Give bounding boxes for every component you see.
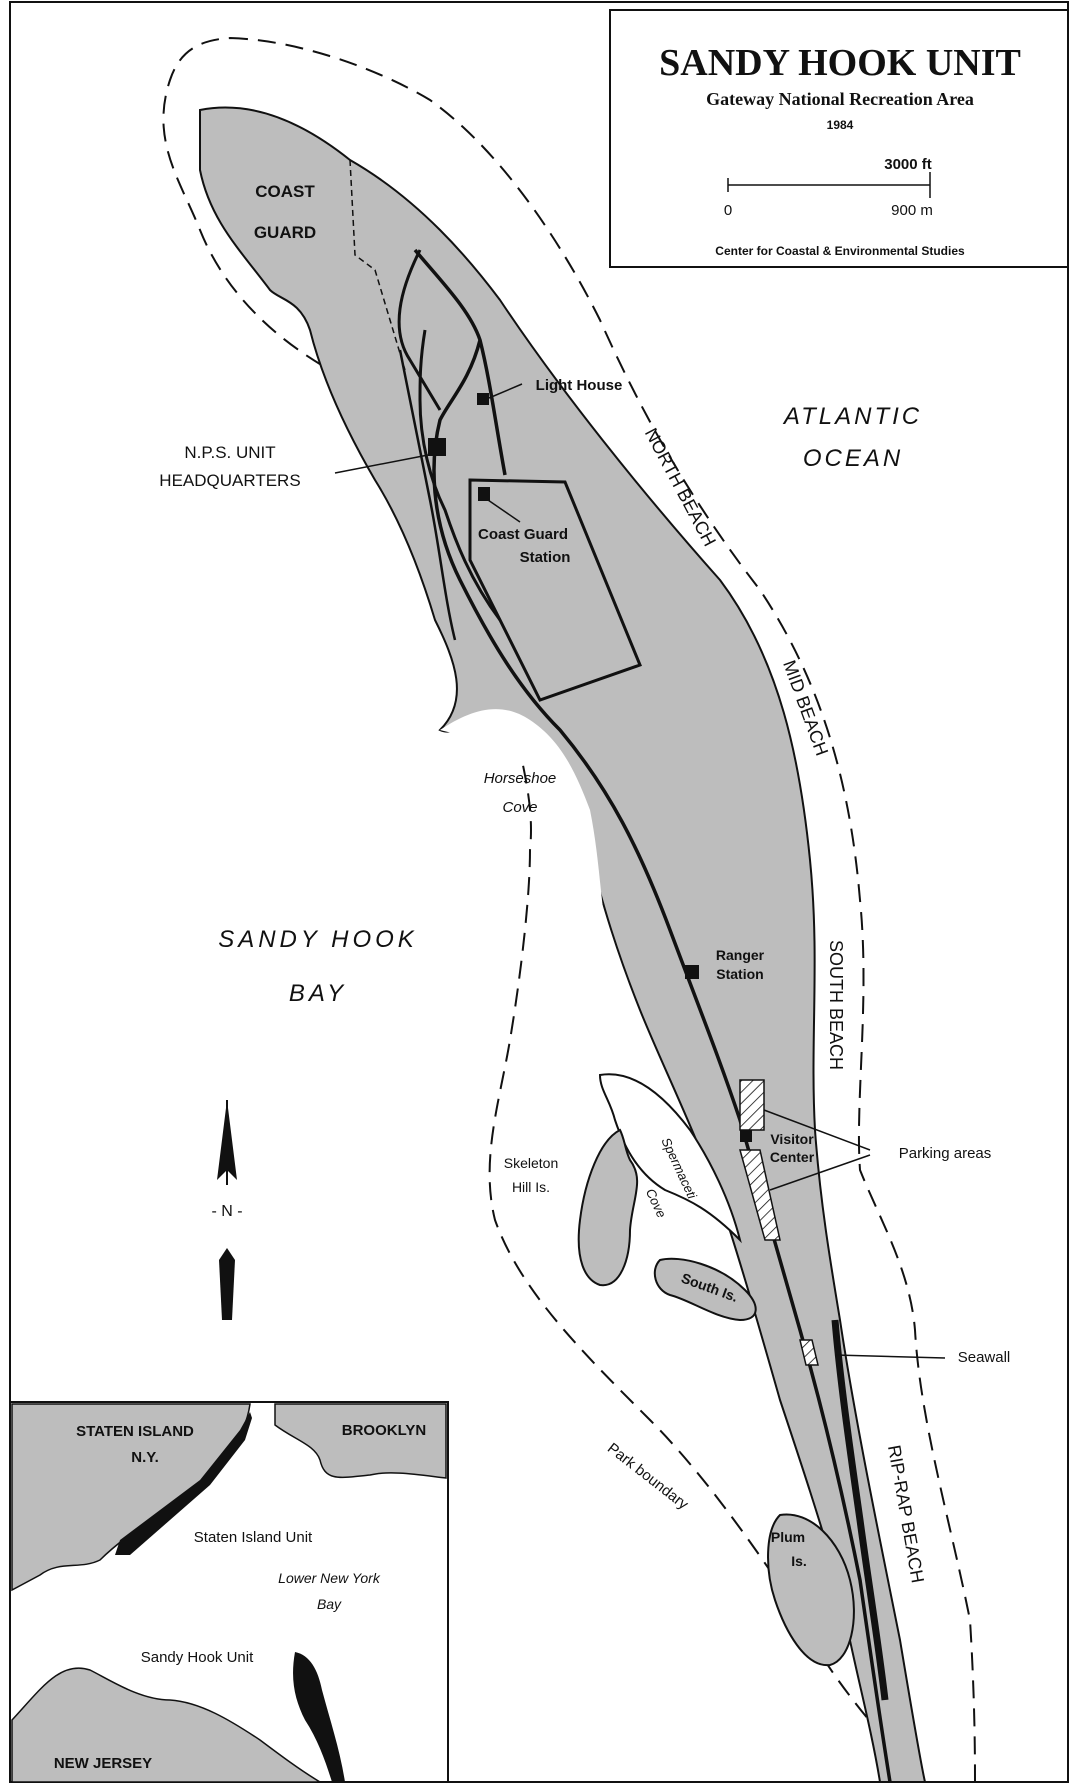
visitor-label-1: Visitor <box>770 1131 814 1147</box>
inset-new-jersey-label: NEW JERSEY <box>54 1755 152 1772</box>
scale-bar-zero: 0 <box>724 202 732 219</box>
secondary-road <box>397 249 502 621</box>
inset-map: STATEN ISLAND N.Y. BROOKLYN Staten Islan… <box>9 1401 449 1783</box>
cgstation-leader <box>487 499 521 523</box>
ranger-label-2: Station <box>716 966 763 982</box>
west-road <box>398 349 457 641</box>
seawall-leader <box>834 1354 946 1359</box>
skeleton-hill-island <box>577 1128 639 1287</box>
plum-island <box>767 1513 855 1667</box>
north-arrow: - N - <box>211 1100 243 1320</box>
map-subtitle: Gateway National Recreation Area <box>706 89 974 109</box>
bay-label-1: SANDY HOOK <box>218 926 418 953</box>
lighthouse-label: Light House <box>536 377 623 394</box>
parking-leader-2 <box>769 1154 871 1191</box>
main-road <box>413 248 892 1783</box>
atlantic-label-2: OCEAN <box>803 445 903 472</box>
inset-brooklyn-label: BROOKLYN <box>342 1422 426 1439</box>
south-beach-label: SOUTH BEACH <box>826 940 846 1070</box>
coast-guard-label-1: COAST <box>255 182 315 201</box>
park-boundary-line <box>162 37 976 1783</box>
inset-sandy-hook-unit <box>293 1652 345 1782</box>
map-year: 1984 <box>827 118 854 132</box>
atlantic-label-1: ATLANTIC <box>782 403 922 430</box>
inset-staten-unit <box>115 1412 252 1555</box>
coast-guard-station-marker <box>478 487 490 501</box>
plum-label-1: Plum <box>771 1529 805 1545</box>
parking-area-south <box>739 1149 781 1241</box>
map-credit: Center for Coastal & Environmental Studi… <box>715 244 965 258</box>
inset-brooklyn <box>274 1403 447 1479</box>
ranger-label-1: Ranger <box>716 947 765 963</box>
hq-label-2: HEADQUARTERS <box>159 471 300 490</box>
hq-marker <box>428 438 446 456</box>
map-title: SANDY HOOK UNIT <box>659 42 1021 84</box>
inset-staten-unit-label: Staten Island Unit <box>194 1529 313 1546</box>
inset-sandy-hook-label: Sandy Hook Unit <box>141 1649 254 1666</box>
spermaceti-cove <box>598 1073 742 1244</box>
north-arrow-label: - N - <box>211 1203 242 1220</box>
ranger-station-marker <box>685 965 699 979</box>
bay-label-2: BAY <box>289 980 347 1007</box>
cg-station-label-2: Station <box>520 549 571 566</box>
hq-label-1: N.P.S. UNIT <box>184 443 275 462</box>
seawall-label: Seawall <box>958 1349 1011 1366</box>
north-arrow-tail <box>219 1248 235 1320</box>
title-box <box>609 9 1069 268</box>
parking-label: Parking areas <box>899 1145 992 1162</box>
plum-label-2: Is. <box>791 1553 807 1569</box>
inset-lower-bay-label-2: Bay <box>317 1596 342 1612</box>
cg-station-label-1: Coast Guard <box>478 526 568 543</box>
coast-guard-label-2: GUARD <box>254 223 316 242</box>
horseshoe-label-1: Horseshoe <box>484 770 557 787</box>
inset-lower-bay-label-1: Lower New York <box>278 1570 381 1586</box>
parking-leader-1 <box>763 1109 871 1151</box>
skeleton-label-1: Skeleton <box>504 1155 558 1171</box>
hq-leader <box>334 454 429 474</box>
parking-area-seawall <box>799 1339 819 1366</box>
lighthouse-leader <box>488 383 523 399</box>
horseshoe-label-2: Cove <box>502 799 537 816</box>
inset-new-jersey <box>11 1667 323 1783</box>
inset-staten-label-2: N.Y. <box>131 1449 159 1466</box>
visitor-label-2: Center <box>770 1149 815 1165</box>
skeleton-label-2: Hill Is. <box>512 1179 550 1195</box>
coast-guard-boundary <box>349 159 406 371</box>
coast-guard-station-area <box>468 478 642 702</box>
parking-area-north <box>739 1079 765 1131</box>
lighthouse-marker <box>477 393 489 405</box>
visitor-center-marker <box>740 1130 752 1142</box>
inset-staten-label-1: STATEN ISLAND <box>76 1423 194 1440</box>
scale-bar-ft: 3000 ft <box>884 156 932 173</box>
south-island <box>653 1257 757 1322</box>
scale-bar-m: 900 m <box>891 202 933 219</box>
seawall-line <box>831 1319 889 1701</box>
horseshoe-cove-shore <box>440 709 650 1090</box>
